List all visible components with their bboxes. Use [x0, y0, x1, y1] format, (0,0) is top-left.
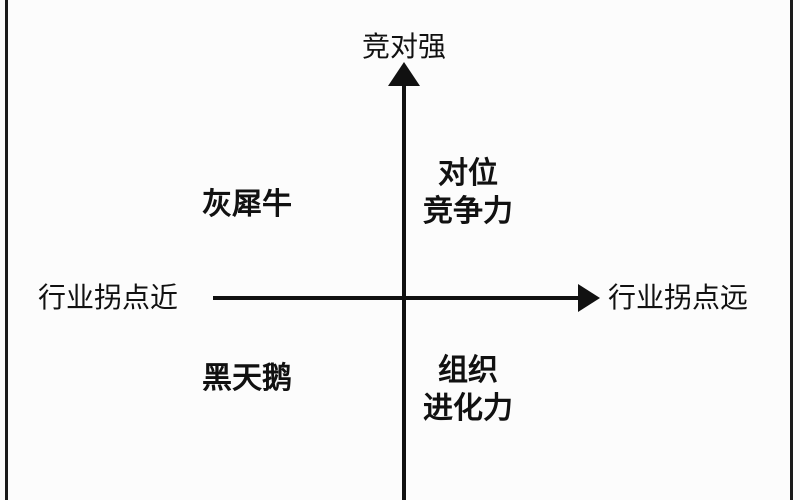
quadrant-label-upper-left-line-1: 灰犀牛 — [202, 187, 292, 222]
page-left-rule — [5, 0, 8, 500]
quadrant-label-upper-right: 对位 竞争力 — [388, 155, 548, 231]
quadrant-label-lower-left: 黑天鹅 — [167, 360, 327, 398]
horizontal-axis-right-label: 行业拐点远 — [608, 281, 749, 314]
quadrant-label-lower-left-line-1: 黑天鹅 — [202, 361, 292, 396]
vertical-axis-top-label: 竞对强 — [361, 30, 446, 63]
quadrant-label-upper-right-line-1: 对位 — [438, 156, 498, 191]
vertical-axis-line — [402, 82, 406, 500]
quadrant-label-lower-right: 组织 进化力 — [388, 352, 548, 428]
quadrant-label-upper-right-line-2: 竞争力 — [423, 194, 513, 229]
page-right-rule — [790, 0, 793, 500]
quadrant-label-lower-right-line-2: 进化力 — [423, 391, 513, 426]
horizontal-axis-arrow-icon — [578, 284, 600, 312]
quadrant-label-upper-left: 灰犀牛 — [167, 186, 327, 224]
quadrant-label-lower-right-line-1: 组织 — [438, 353, 498, 388]
vertical-axis-arrow-icon — [388, 62, 420, 86]
horizontal-axis-left-label: 行业拐点近 — [38, 281, 179, 314]
horizontal-axis-line — [213, 296, 581, 300]
